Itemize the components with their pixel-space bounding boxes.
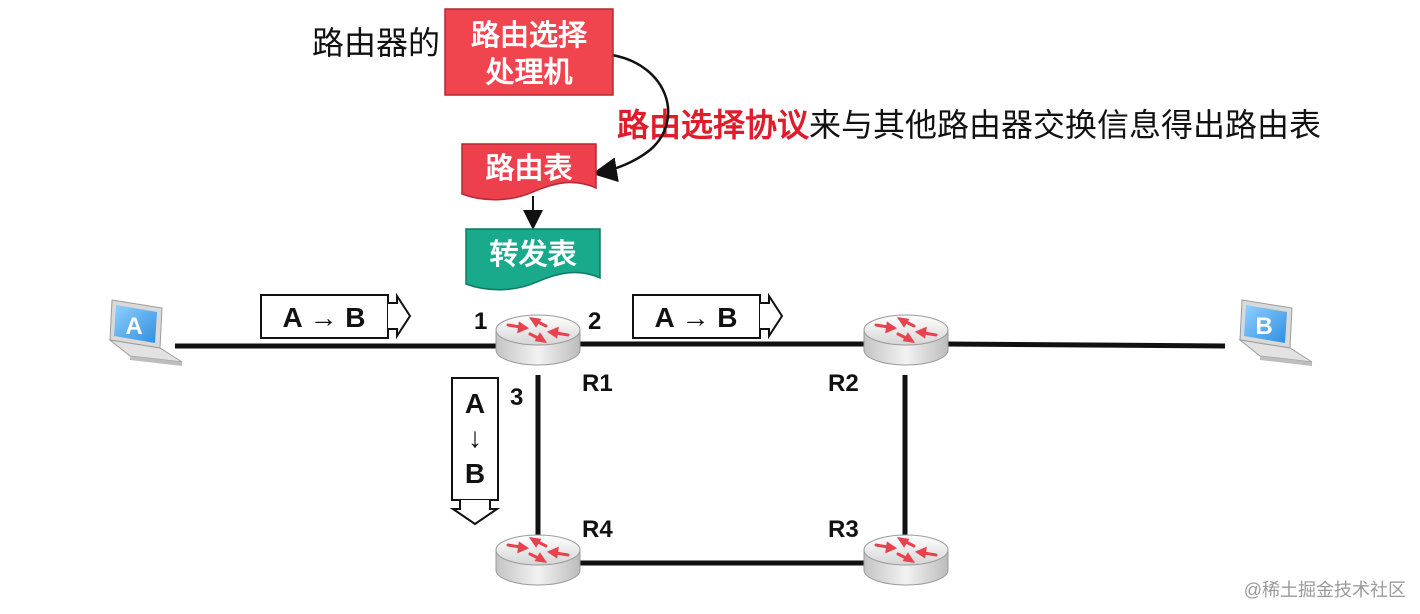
forwarding-table-label: 转发表	[489, 237, 576, 271]
packet-a-to-b-1: A → B	[260, 292, 412, 340]
port-1-label: 1	[474, 308, 487, 335]
intro-text: 路由器的	[312, 24, 441, 62]
forwarding-table: 转发表	[465, 228, 601, 291]
routing-table: 路由表	[461, 143, 597, 201]
packet-a-to-b-vertical: A ↓ B	[449, 377, 501, 526]
packet-label-1: A → B	[283, 302, 366, 333]
packet-label-2: A → B	[655, 302, 738, 333]
protocol-highlight: 路由选择协议	[617, 106, 810, 144]
vertical-packet-top: A	[465, 388, 485, 419]
host-b-label: B	[1255, 313, 1272, 340]
router-r1	[494, 313, 582, 367]
watermark: @稀土掘金技术社区	[1243, 580, 1406, 600]
router-r3-label: R3	[828, 516, 859, 543]
routing-processor: 路由选择 处理机	[444, 8, 614, 96]
routing-table-label: 路由表	[485, 151, 572, 185]
host-a-label: A	[125, 313, 142, 340]
host-b: B	[1239, 299, 1313, 367]
protocol-rest: 来与其他路由器交换信息得出路由表	[809, 106, 1322, 144]
port-2-label: 2	[588, 308, 601, 335]
packet-a-to-b-2: A → B	[632, 292, 784, 340]
router-r3	[862, 533, 950, 587]
router-r2-label: R2	[828, 370, 859, 397]
port-3-label: 3	[510, 384, 523, 411]
network-links	[175, 341, 1226, 566]
protocol-exchange-arrow	[592, 53, 670, 183]
vertical-packet-bottom: B	[465, 458, 485, 489]
processor-label-line2: 处理机	[484, 55, 572, 89]
protocol-description: 路由选择协议来与其他路由器交换信息得出路由表	[617, 100, 1321, 146]
router-r4	[494, 533, 582, 587]
processor-label-line1: 路由选择	[471, 18, 588, 52]
router-r4-label: R4	[582, 516, 613, 543]
host-a: A	[109, 299, 183, 367]
vertical-packet-arrow: ↓	[468, 422, 482, 453]
router-r1-label: R1	[582, 370, 613, 397]
router-r2	[862, 313, 950, 367]
